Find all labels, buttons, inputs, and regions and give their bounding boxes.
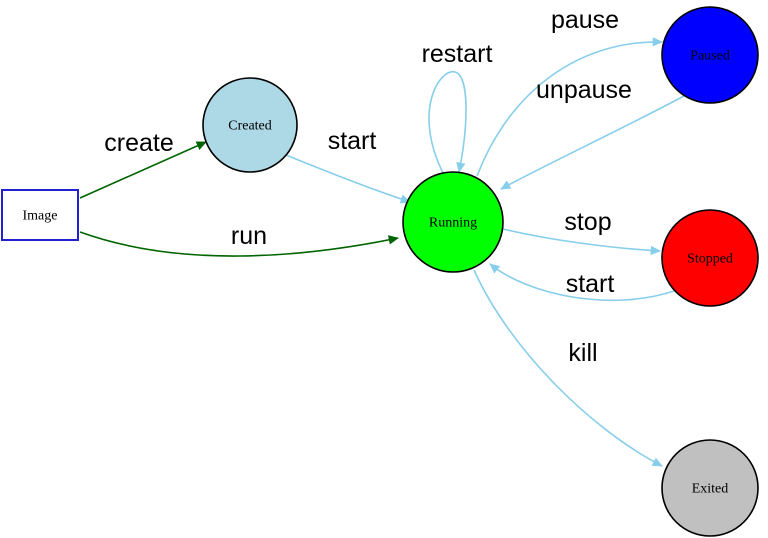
node-image-label: Image — [23, 209, 58, 224]
edge-run-path — [79, 231, 399, 257]
edge-pause[interactable]: pause — [476, 6, 663, 177]
node-exited[interactable]: Exited — [661, 439, 759, 537]
edge-label-restart: restart — [422, 40, 493, 68]
node-stopped[interactable]: Stopped — [661, 209, 759, 307]
edge-unpause[interactable]: unpause — [500, 76, 685, 190]
node-stopped-shape — [661, 209, 759, 307]
node-running[interactable]: Running — [402, 171, 504, 273]
node-paused[interactable]: Paused — [661, 6, 759, 104]
edge-start-created-path — [285, 154, 411, 204]
edge-run[interactable]: run — [79, 222, 399, 257]
edge-create-path — [79, 141, 207, 199]
edge-label-kill: kill — [568, 339, 597, 367]
edge-label-start-stopped: start — [566, 270, 615, 298]
edge-label-start-created: start — [328, 127, 377, 155]
node-paused-label: Paused — [690, 49, 730, 64]
edges-layer: create run start restart pause unpause — [79, 6, 685, 467]
nodes-layer: Image Created Running Paused Stopped Exi — [1, 6, 759, 537]
node-exited-label: Exited — [692, 482, 729, 497]
node-created-shape — [202, 77, 298, 173]
edge-stop-path — [502, 228, 661, 256]
edge-restart-path — [428, 71, 467, 174]
node-running-shape — [402, 171, 504, 273]
node-stopped-label: Stopped — [687, 252, 733, 267]
node-exited-shape — [661, 439, 759, 537]
node-created[interactable]: Created — [202, 77, 298, 173]
node-paused-shape — [661, 6, 759, 104]
edge-stop[interactable]: stop — [502, 208, 661, 256]
edge-create[interactable]: create — [79, 129, 207, 199]
edge-unpause-path — [500, 95, 685, 190]
edge-start-created[interactable]: start — [285, 127, 411, 204]
edge-label-stop: stop — [564, 208, 611, 236]
edge-kill[interactable]: kill — [473, 269, 663, 467]
edge-label-unpause: unpause — [536, 76, 632, 104]
node-running-label: Running — [429, 216, 477, 231]
edge-restart[interactable]: restart — [422, 40, 493, 174]
node-image-shape — [1, 189, 79, 241]
node-image[interactable]: Image — [1, 189, 79, 241]
edge-label-create: create — [104, 129, 173, 157]
edge-start-stopped[interactable]: start — [489, 263, 675, 302]
edge-label-pause: pause — [551, 6, 619, 34]
edge-label-run: run — [231, 222, 267, 250]
node-created-label: Created — [228, 119, 272, 134]
edge-pause-path — [476, 37, 663, 177]
edge-kill-path — [473, 269, 663, 467]
edge-start-stopped-path — [489, 263, 675, 302]
